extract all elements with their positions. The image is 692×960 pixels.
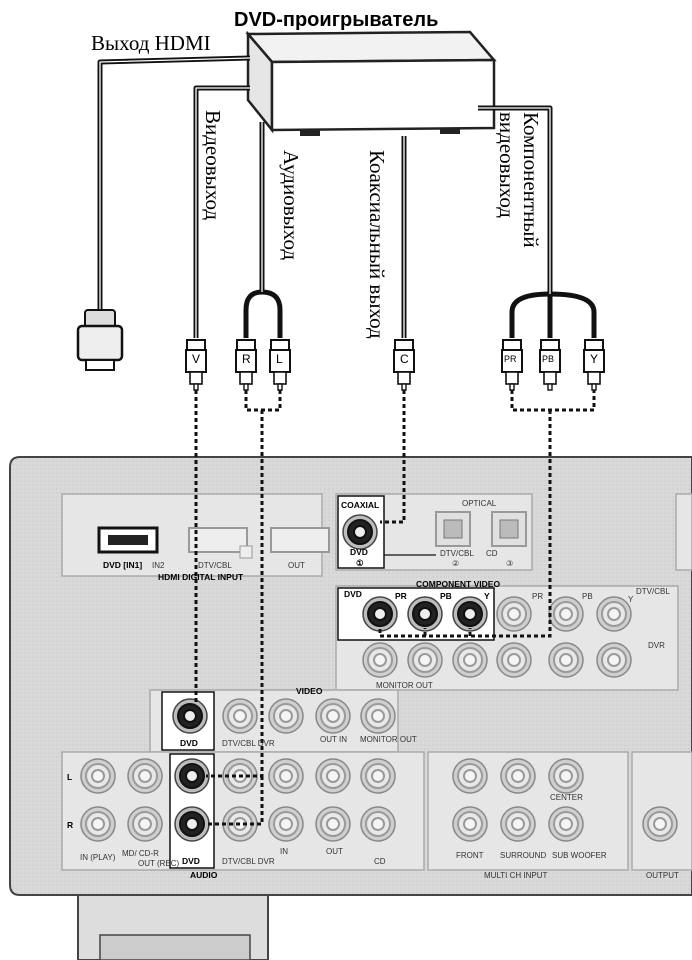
plug-c <box>393 339 415 391</box>
component-pr2-label: PR <box>532 592 543 601</box>
plug-v-label: V <box>192 352 200 366</box>
plug-c-label: C <box>400 352 409 366</box>
video-out-label: Видеовыход <box>201 110 225 220</box>
hdmi-in2-label: IN2 <box>152 561 165 570</box>
multich-surround-label: SURROUND <box>500 851 546 860</box>
plug-pr-label: PR <box>504 354 517 364</box>
audio-cable-r <box>243 289 263 338</box>
connection-paths <box>194 390 596 826</box>
audio-l-mark: L <box>67 772 72 782</box>
hdmi-section-label: HDMI DIGITAL INPUT <box>158 572 244 582</box>
component-out-label-1: Компонентный <box>519 112 543 248</box>
jack-audio-dvd-r <box>174 806 210 842</box>
audio-r-mark: R <box>67 820 73 830</box>
coaxial-label: COAXIAL <box>341 500 379 510</box>
audio-dvd-label: DVD <box>182 856 200 866</box>
hdmi-out-label: Выход HDMI <box>91 31 211 55</box>
optical-label: OPTICAL <box>462 499 497 508</box>
component-y2-label: Y <box>628 595 634 604</box>
audio-r-path <box>206 776 264 826</box>
video-dtvcbl-dvr-label: DTV/CBL DVR <box>222 739 275 748</box>
component-pb2-label: PB <box>582 592 593 601</box>
component-pr-label: PR <box>395 591 407 601</box>
audio-in-play-label: IN (PLAY) <box>80 853 116 862</box>
plug-l <box>269 339 291 391</box>
hdmi-out-port-label: OUT <box>288 561 305 570</box>
plug-pr <box>501 339 523 391</box>
multich-front-label: FRONT <box>456 851 484 860</box>
video-monitor-out-label: MONITOR OUT <box>360 735 417 744</box>
multich-center-label: CENTER <box>550 793 583 802</box>
jack-component-y <box>452 596 488 632</box>
plug-pb <box>539 339 561 391</box>
hdmi-plug <box>76 309 124 371</box>
hdmi-dvd-in-label: DVD [IN1] <box>103 560 142 570</box>
output-label: OUTPUT <box>646 871 679 880</box>
jack-coaxial-dvd <box>342 514 378 550</box>
coax-path <box>380 390 406 524</box>
hdmi-cable <box>97 55 251 312</box>
audio-section-label: AUDIO <box>190 870 218 880</box>
audio-cd-label: CD <box>374 857 386 866</box>
dvd-player <box>245 30 497 136</box>
jack-component-pr <box>362 596 398 632</box>
audio-cable-l <box>261 289 283 338</box>
audio-md-cdr-label: MD/ CD-R <box>122 849 159 858</box>
video-out-in-label: OUT IN <box>320 735 347 744</box>
multich-section-label: MULTI CH INPUT <box>484 871 548 880</box>
plug-r <box>235 339 257 391</box>
plug-l-label: L <box>276 352 283 366</box>
optical-num3-label: ③ <box>506 559 513 568</box>
component-cable-pr <box>509 291 551 338</box>
page-title: DVD-проигрыватель <box>234 9 438 31</box>
component-pb-label: PB <box>440 591 452 601</box>
audio-out-label: Аудиовыход <box>279 150 303 260</box>
plug-r-label: R <box>242 352 251 366</box>
plug-y <box>583 339 605 391</box>
coaxial-num-label: ① <box>356 558 364 568</box>
audio-in-label: IN <box>280 847 288 856</box>
multich-sub-label: SUB WOOFER <box>552 851 607 860</box>
jack-video-dvd <box>172 698 208 734</box>
component-y-label: Y <box>484 591 490 601</box>
plug-y-label: Y <box>590 352 598 366</box>
optical-cd-label: CD <box>486 549 498 558</box>
jack-component-pb <box>407 596 443 632</box>
audio-out-rec-label: OUT (REC) <box>138 859 180 868</box>
plug-pb-label: PB <box>542 354 554 364</box>
rca-plugs <box>185 339 605 391</box>
video-dvd-label: DVD <box>180 738 198 748</box>
component-path <box>378 410 552 638</box>
jack-audio-dvd-l <box>174 758 210 794</box>
optical-dtvcbl-label: DTV/CBL <box>440 549 474 558</box>
component-section-label: COMPONENT VIDEO <box>416 579 500 589</box>
optical-num2-label: ② <box>452 559 459 568</box>
audio-loop <box>244 390 282 412</box>
plug-v <box>185 339 207 391</box>
audio-out-label: OUT <box>326 847 343 856</box>
component-dtvcbl-label: DTV/CBL <box>636 587 670 596</box>
component-dvr-label: DVR <box>648 641 665 650</box>
coax-out-label: Коаксиальный выход <box>365 150 389 339</box>
component-loop <box>510 390 596 412</box>
hdmi-dtvcbl-label: DTV/CBL <box>198 561 232 570</box>
coaxial-dvd-label: DVD <box>350 547 368 557</box>
component-monitor-out-label: MONITOR OUT <box>376 681 433 690</box>
component-out-label-2: видеовыход <box>495 112 519 218</box>
audio-dtvcbl-dvr-label: DTV/CBL DVR <box>222 857 275 866</box>
component-dvd-label: DVD <box>344 589 362 599</box>
component-cable-y <box>549 291 597 338</box>
video-section-label: VIDEO <box>296 686 323 696</box>
